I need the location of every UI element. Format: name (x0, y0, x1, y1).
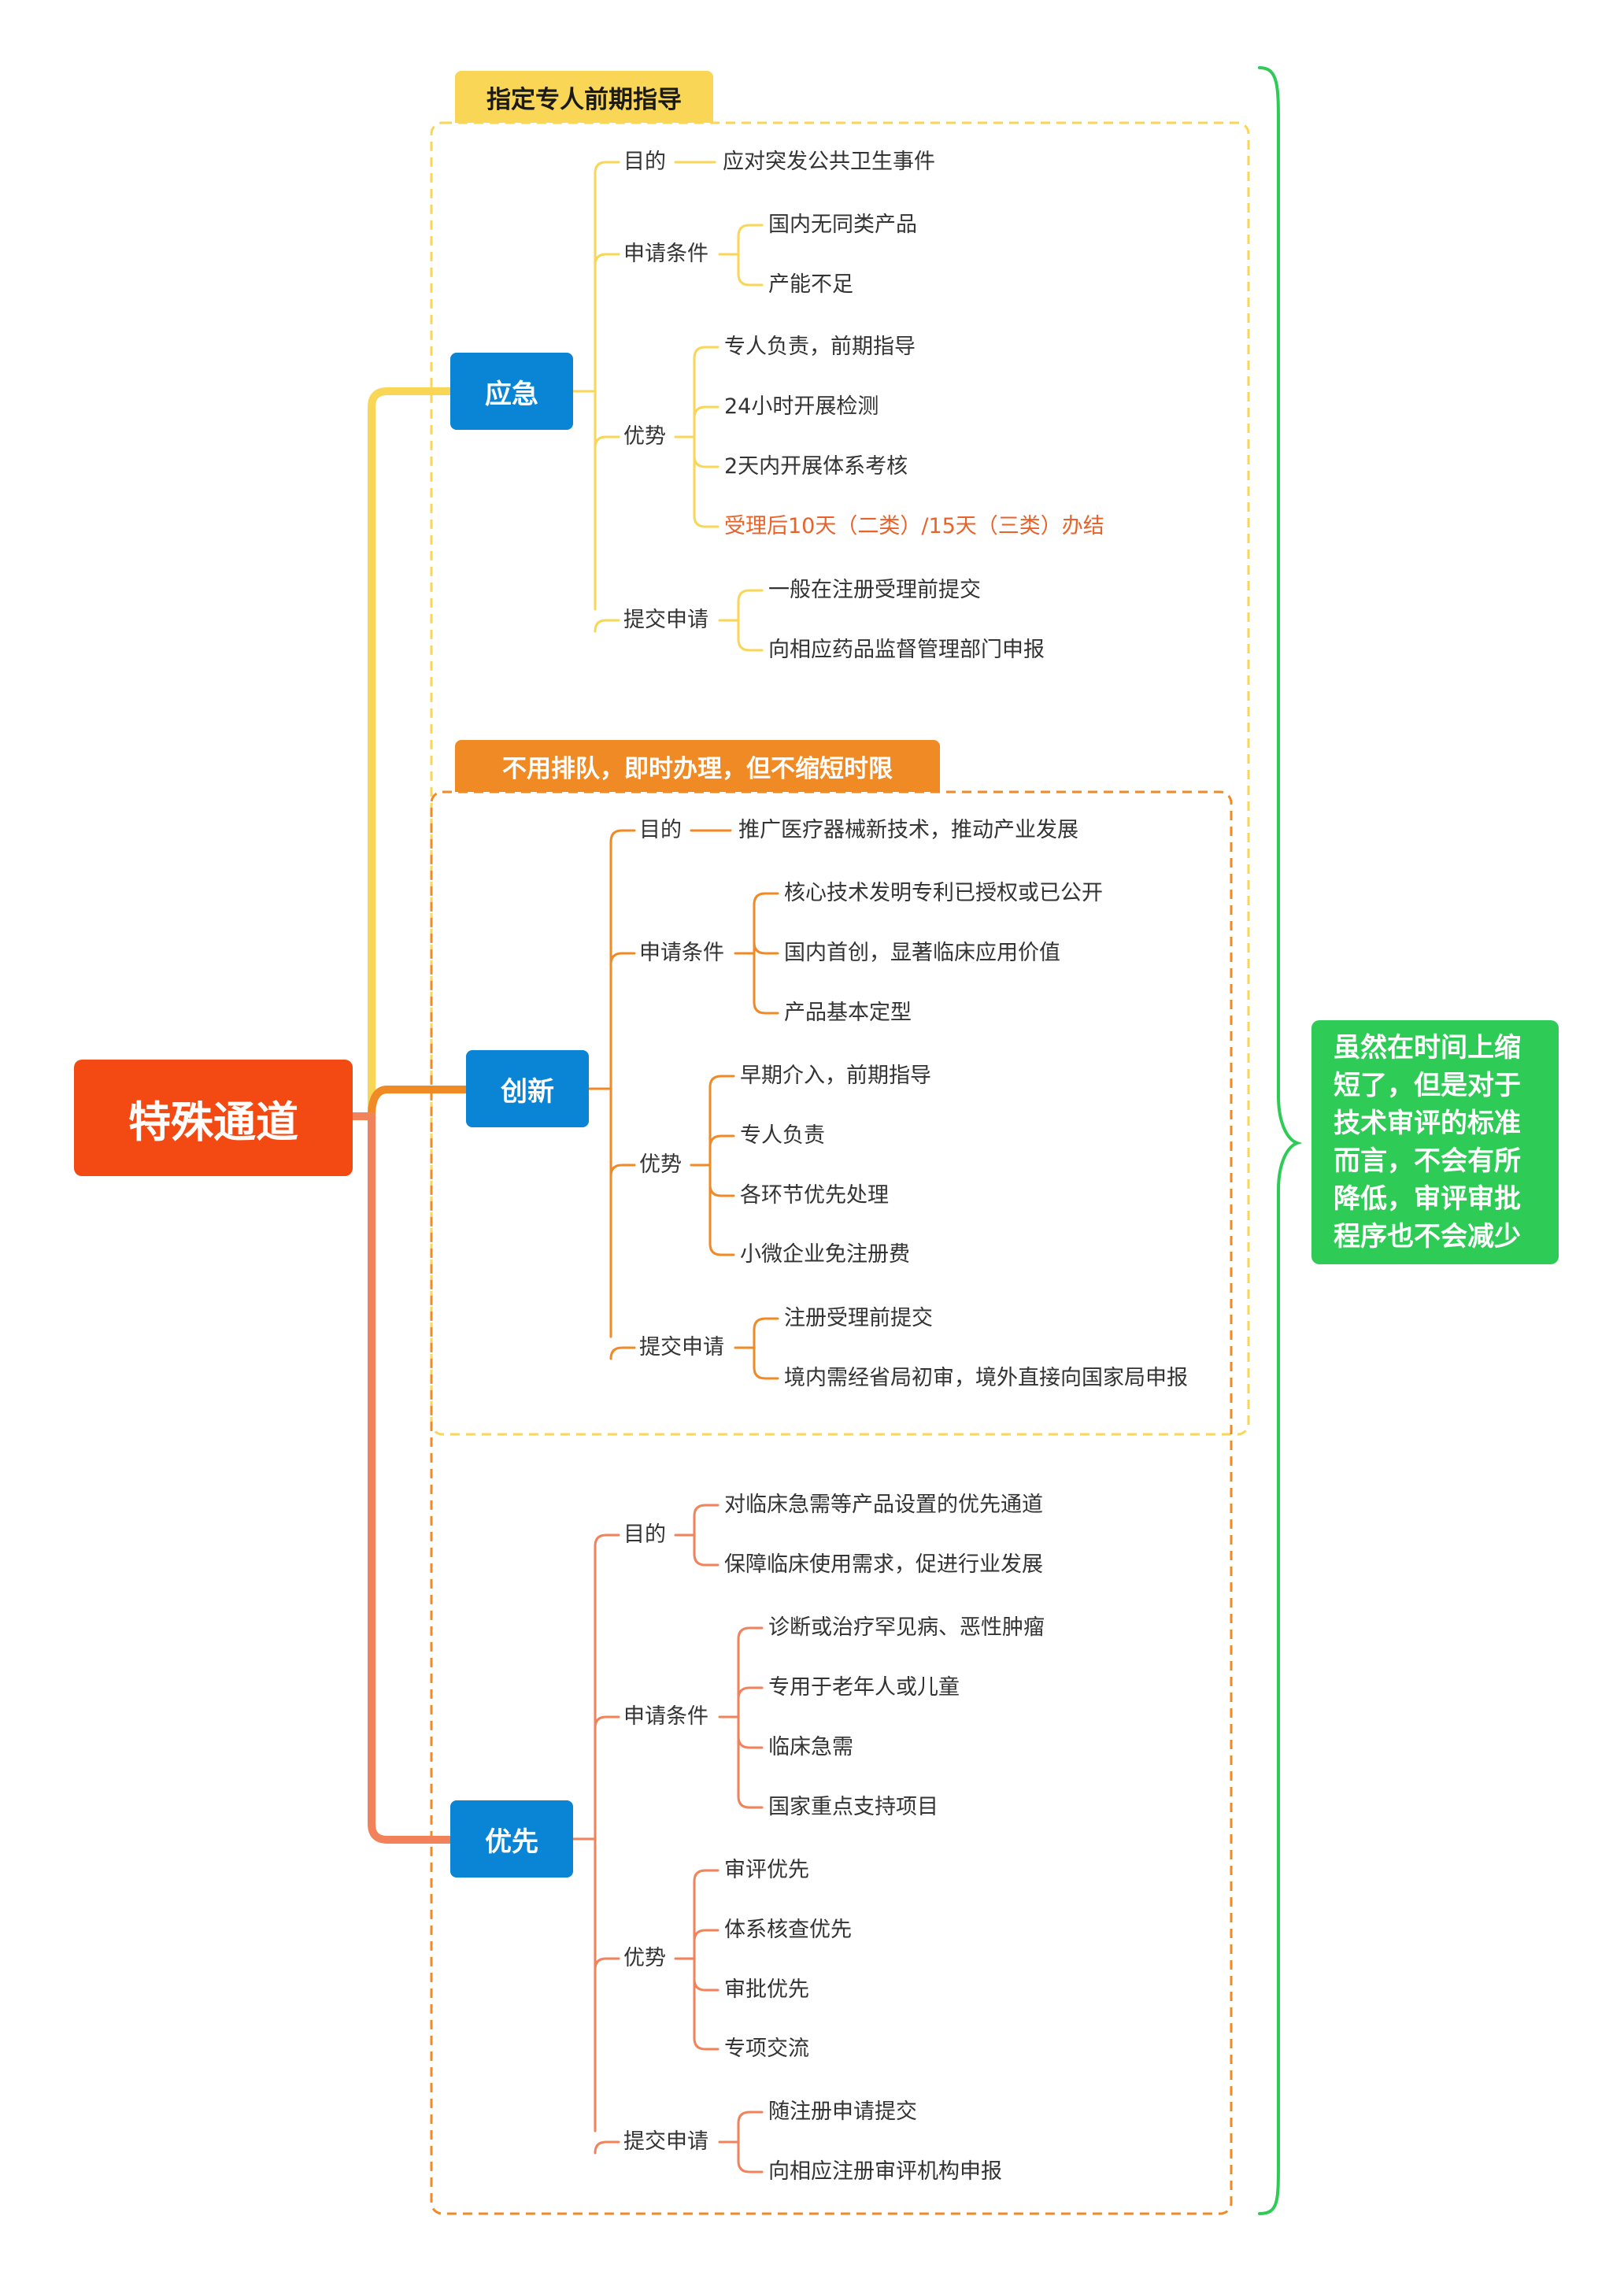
leaf-emergency-submission-0: 一般在注册受理前提交 (768, 578, 981, 602)
summary-note: 虽然在时间上缩 短了，但是对于 技术审评的标准 而言，不会有所 降低，审评审批 … (1311, 1020, 1559, 1264)
leaf-link-innovation-advantages-2 (708, 1183, 735, 1197)
leaf-emergency-advantages-0: 专人负责，前期指导 (724, 335, 916, 359)
leaf-link-innovation-advantages-0 (708, 1075, 735, 1089)
leaf-link-priority-conditions-0 (737, 1626, 764, 1641)
group-label-emergency-purpose: 目的 (623, 150, 666, 174)
group-label-emergency-submission: 提交申请 (623, 608, 708, 632)
category-innovation: 创新 (466, 1050, 589, 1127)
leaf-link-priority-purpose-1 (693, 1552, 720, 1567)
emergency-tag: 指定专人前期指导 (455, 71, 713, 123)
leaf-link-emergency-submission-0 (737, 589, 764, 603)
group-label-priority-conditions: 申请条件 (623, 1704, 708, 1729)
group-link-innovation-purpose (609, 829, 636, 843)
leaf-emergency-submission-1: 向相应药品监督管理部门申报 (768, 638, 1045, 662)
leaf-link-emergency-conditions-1 (737, 272, 764, 287)
leaf-priority-advantages-2: 审批优先 (724, 1977, 809, 2002)
group-label-priority-purpose: 目的 (623, 1522, 666, 1547)
innovation-tag: 不用排队，即时办理，但不缩短时限 (455, 740, 940, 792)
leaf-link-emergency-advantages-3 (693, 514, 720, 528)
leaf-link-priority-conditions-3 (737, 1795, 764, 1809)
leaf-link-emergency-conditions-0 (737, 224, 764, 238)
leaf-link-innovation-conditions-0 (753, 892, 779, 906)
leaf-priority-submission-0: 随注册申请提交 (768, 2100, 917, 2124)
group-link-priority-submission (594, 2140, 620, 2155)
leaf-priority-conditions-0: 诊断或治疗罕见病、恶性肿瘤 (768, 1615, 1045, 1640)
leaf-priority-advantages-0: 审评优先 (724, 1858, 809, 1882)
group-link-emergency-conditions (594, 253, 620, 267)
leaf-priority-submission-1: 向相应注册审评机构申报 (768, 2159, 1002, 2184)
group-link-innovation-submission (609, 1346, 636, 1360)
leaf-link-priority-conditions-1 (737, 1686, 764, 1700)
leaf-emergency-advantages-3: 受理后10天（二类）/15天（三类）办结 (724, 514, 1104, 538)
summary-brace (1258, 66, 1303, 2215)
leaf-priority-advantages-3: 专项交流 (724, 2037, 809, 2061)
leaf-priority-conditions-1: 专用于老年人或儿童 (768, 1675, 960, 1700)
leaf-link-innovation-submission-0 (753, 1317, 779, 1331)
group-label-emergency-advantages: 优势 (623, 424, 666, 449)
leaf-link-priority-advantages-2 (693, 1977, 720, 1992)
leaf-emergency-conditions-1: 产能不足 (768, 272, 853, 297)
group-label-priority-advantages: 优势 (623, 1946, 666, 1970)
leaf-link-priority-advantages-0 (693, 1869, 720, 1883)
leaf-link-priority-advantages-1 (693, 1929, 720, 1943)
leaf-innovation-purpose-0: 推广医疗器械新技术，推动产业发展 (738, 818, 1078, 842)
leaf-link-innovation-advantages-3 (708, 1242, 735, 1256)
leaf-link-innovation-conditions-1 (753, 941, 779, 955)
leaf-priority-purpose-0: 对临床急需等产品设置的优先通道 (724, 1493, 1043, 1517)
leaf-emergency-conditions-0: 国内无同类产品 (768, 213, 917, 237)
leaf-innovation-advantages-3: 小微企业免注册费 (740, 1242, 910, 1267)
leaf-link-innovation-conditions-2 (753, 1001, 779, 1015)
group-label-innovation-advantages: 优势 (639, 1152, 682, 1177)
leaf-innovation-conditions-2: 产品基本定型 (784, 1001, 912, 1025)
leaf-priority-purpose-1: 保障临床使用需求，促进行业发展 (724, 1552, 1043, 1577)
leaf-innovation-submission-0: 注册受理前提交 (784, 1306, 933, 1330)
group-label-innovation-purpose: 目的 (639, 818, 682, 842)
leaf-link-emergency-advantages-1 (693, 405, 720, 420)
group-link-priority-purpose (594, 1534, 620, 1548)
trunk-emergency (349, 387, 454, 1120)
group-link-priority-conditions (594, 1715, 620, 1730)
leaf-innovation-submission-1: 境内需经省局初审，境外直接向国家局申报 (784, 1366, 1188, 1390)
leaf-link-priority-advantages-3 (693, 2037, 720, 2051)
leaf-link-innovation-advantages-1 (708, 1134, 735, 1149)
leaf-priority-conditions-3: 国家重点支持项目 (768, 1795, 938, 1819)
innovation-priority-frame (430, 790, 1233, 2215)
leaf-link-emergency-submission-1 (737, 638, 764, 652)
leaf-priority-conditions-2: 临床急需 (768, 1735, 853, 1759)
group-label-innovation-submission: 提交申请 (639, 1335, 724, 1360)
group-label-emergency-conditions: 申请条件 (623, 242, 708, 266)
leaf-link-priority-purpose-0 (693, 1504, 720, 1518)
category-emergency: 应急 (450, 353, 573, 430)
leaf-innovation-advantages-1: 专人负责 (740, 1123, 825, 1148)
leaf-innovation-conditions-0: 核心技术发明专利已授权或已公开 (784, 881, 1103, 905)
leaf-link-emergency-advantages-2 (693, 454, 720, 468)
group-link-emergency-purpose (594, 161, 620, 175)
group-link-emergency-submission (594, 619, 620, 633)
leaf-link-priority-submission-0 (737, 2111, 764, 2125)
group-link-innovation-conditions (609, 952, 636, 966)
leaf-innovation-advantages-0: 早期介入，前期指导 (740, 1064, 931, 1088)
trunk-priority (349, 1112, 454, 1844)
leaf-emergency-advantages-1: 24小时开展检测 (724, 394, 879, 419)
group-label-innovation-conditions: 申请条件 (639, 941, 724, 965)
group-link-priority-advantages (594, 1957, 620, 1971)
group-label-priority-submission: 提交申请 (623, 2129, 708, 2154)
leaf-link-priority-conditions-2 (737, 1735, 764, 1749)
leaf-priority-advantages-1: 体系核查优先 (724, 1918, 852, 1942)
leaf-emergency-advantages-2: 2天内开展体系考核 (724, 454, 908, 479)
leaf-innovation-conditions-1: 国内首创，显著临床应用价值 (784, 941, 1060, 965)
leaf-emergency-purpose-0: 应对突发公共卫生事件 (723, 150, 935, 174)
leaf-link-innovation-submission-1 (753, 1366, 779, 1380)
category-priority: 优先 (450, 1800, 573, 1878)
leaf-link-priority-submission-1 (737, 2159, 764, 2174)
group-link-emergency-advantages (594, 435, 620, 450)
emergency-frame (430, 121, 1250, 1436)
root-node: 特殊通道 (74, 1060, 353, 1176)
leaf-innovation-advantages-2: 各环节优先处理 (740, 1183, 889, 1208)
group-link-innovation-advantages (609, 1164, 636, 1178)
leaf-link-emergency-advantages-0 (693, 346, 720, 360)
